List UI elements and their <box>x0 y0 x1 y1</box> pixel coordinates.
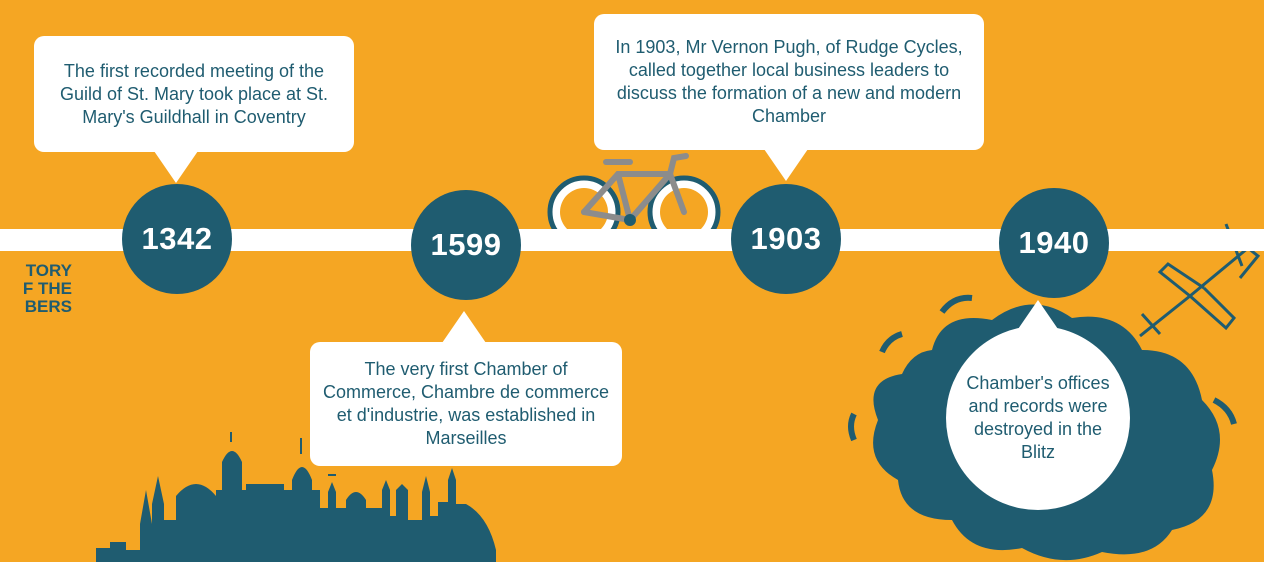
year-1903: 1903 <box>731 184 841 294</box>
event-1599-pointer <box>442 311 486 343</box>
side-title: TORY F THE BERS <box>0 262 72 316</box>
year-1599: 1599 <box>411 190 521 300</box>
event-1903-pointer <box>764 149 808 181</box>
event-1342-pointer <box>154 151 198 183</box>
event-1342-text: The first recorded meeting of the Guild … <box>34 36 354 152</box>
event-1599-text: The very first Chamber of Commerce, Cham… <box>310 342 622 466</box>
side-title-line1: TORY <box>25 262 72 280</box>
side-title-line2: F THE <box>22 279 72 298</box>
side-title-line3: BERS <box>24 297 72 316</box>
timeline-line <box>0 229 1264 251</box>
year-1940: 1940 <box>999 188 1109 298</box>
event-1903-text: In 1903, Mr Vernon Pugh, of Rudge Cycles… <box>594 14 984 150</box>
event-1940-text: Chamber's offices and records were destr… <box>946 326 1130 510</box>
year-1342: 1342 <box>122 184 232 294</box>
